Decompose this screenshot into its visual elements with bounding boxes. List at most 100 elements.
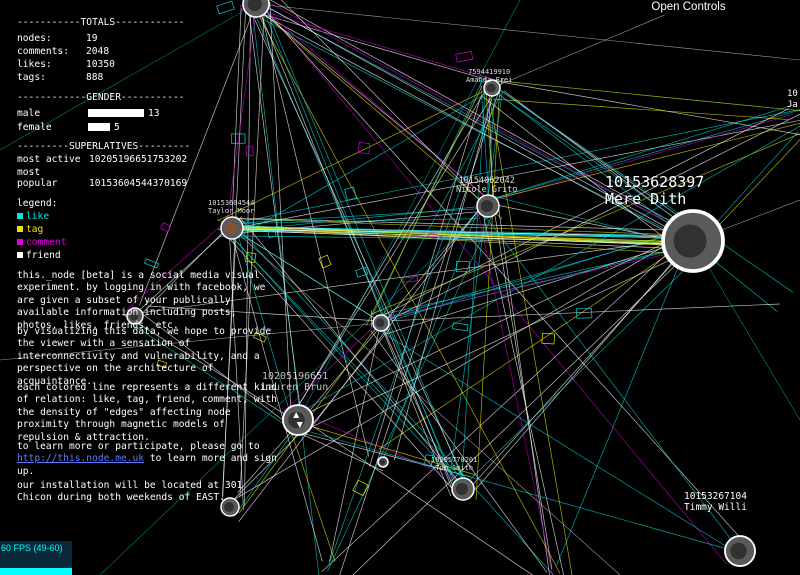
node-label-taylor: 10153604544 Taylor Moor	[208, 199, 254, 215]
edge-marker	[357, 141, 371, 155]
gender-male-bar	[88, 109, 144, 117]
graph-edge	[225, 234, 456, 493]
graph-edge	[379, 319, 453, 485]
gender-female-bar	[88, 123, 110, 131]
graph-edge	[339, 78, 504, 575]
graph-edge	[124, 315, 293, 419]
totals-likes-label: likes:	[17, 59, 52, 70]
edge-marker	[576, 307, 593, 319]
node-avatar	[486, 83, 496, 93]
graph-edge	[240, 218, 464, 487]
node-mere	[661, 209, 725, 273]
graph-edge	[303, 414, 478, 489]
node-name: Mere Dith	[605, 190, 687, 208]
open-controls-button[interactable]: Open Controls	[577, 0, 800, 15]
gender-female-value: 5	[114, 122, 120, 133]
signup-link[interactable]: http://this.node.me.uk	[17, 453, 145, 465]
graph-edge	[244, 4, 704, 252]
gender-male-value: 13	[148, 108, 160, 119]
legend-label-like: like	[26, 211, 50, 222]
graph-edge	[375, 113, 800, 328]
node-name: Nicole Grito	[456, 185, 518, 195]
node-avatar	[224, 502, 235, 512]
gender-header: ------------GENDER-----------	[17, 92, 185, 103]
graph-edge	[493, 98, 789, 120]
edge-marker	[245, 146, 254, 157]
node-id: 10153628397	[605, 173, 705, 191]
graph-edge	[231, 227, 621, 575]
graph-edge	[237, 236, 294, 424]
most-popular-label-1: most	[17, 167, 41, 178]
graph-edge	[482, 215, 564, 575]
node-center	[372, 314, 390, 332]
graph-edge	[475, 89, 501, 500]
graph-edge	[280, 0, 481, 202]
graph-edge	[228, 217, 683, 231]
graph-edge	[492, 109, 800, 200]
graph-edge	[0, 3, 257, 151]
graph-edge	[475, 201, 553, 575]
graph-edge	[236, 109, 800, 223]
graph-edge	[136, 309, 295, 429]
edge-marker	[403, 276, 419, 283]
friend-swatch-icon	[17, 252, 23, 258]
graph-edge	[230, 230, 674, 245]
node-id: 10153604544	[208, 199, 255, 207]
totals-comments-value: 2048	[86, 46, 110, 57]
graph-edge	[384, 233, 708, 335]
totals-tags-label: tags:	[17, 72, 46, 83]
graph-edge	[497, 199, 550, 575]
most-popular-label-2: popular	[17, 178, 58, 189]
description-p5: our installation will be located at 301 …	[17, 480, 243, 504]
graph-edge	[228, 223, 244, 510]
graph-edge	[227, 221, 323, 562]
graph-edge	[264, 5, 691, 235]
fps-graph	[0, 568, 72, 575]
graph-edge	[223, 227, 458, 482]
graph-edge	[370, 330, 548, 573]
node-avatar	[455, 482, 468, 496]
node-id: 7594419910	[468, 68, 511, 76]
description-p4-pre: to learn more or participate, please go …	[17, 441, 260, 452]
edge-marker	[144, 258, 159, 269]
graph-edge	[297, 0, 521, 421]
edge-marker	[245, 251, 257, 264]
graph-edge	[378, 329, 749, 561]
fps-meter: 60 FPS (49-60)	[0, 541, 72, 575]
graph-edge	[306, 231, 689, 414]
graph-edge	[269, 2, 292, 415]
edge-marker	[318, 254, 332, 269]
graph-edge	[251, 10, 482, 79]
legend-item-like: like	[17, 211, 49, 223]
comment-swatch-icon	[17, 239, 23, 245]
node-label-mere-dith: 10153628397 Mere Dith	[605, 174, 704, 208]
edge-marker	[456, 261, 470, 273]
graph-edge	[377, 108, 789, 319]
graph-edge	[269, 0, 705, 241]
graph-edge	[255, 0, 749, 547]
graph-edge	[253, 8, 500, 82]
graph-edge	[255, 3, 800, 61]
node-name: Tom Smith	[435, 464, 474, 472]
totals-nodes-value: 19	[86, 33, 98, 44]
node-label-tom: 10205778201 Tom Smith	[431, 456, 477, 472]
node-id: 10	[787, 89, 798, 99]
graph-edge	[480, 79, 702, 249]
graph-edge	[234, 226, 670, 238]
graph-nodes	[126, 0, 756, 567]
graph-edge	[292, 430, 471, 478]
edge-marker	[452, 322, 469, 332]
graph-edge	[494, 216, 553, 570]
edge-marker	[216, 0, 235, 15]
graph-edge	[264, 0, 700, 241]
legend-label-friend: friend	[26, 250, 61, 261]
graph-edge	[376, 242, 706, 322]
node-tom	[451, 477, 475, 501]
graph-edge	[460, 250, 705, 490]
node-n3	[377, 456, 389, 468]
graph-edge	[254, 14, 684, 239]
graph-edge	[480, 122, 800, 203]
graph-edge	[480, 76, 794, 293]
